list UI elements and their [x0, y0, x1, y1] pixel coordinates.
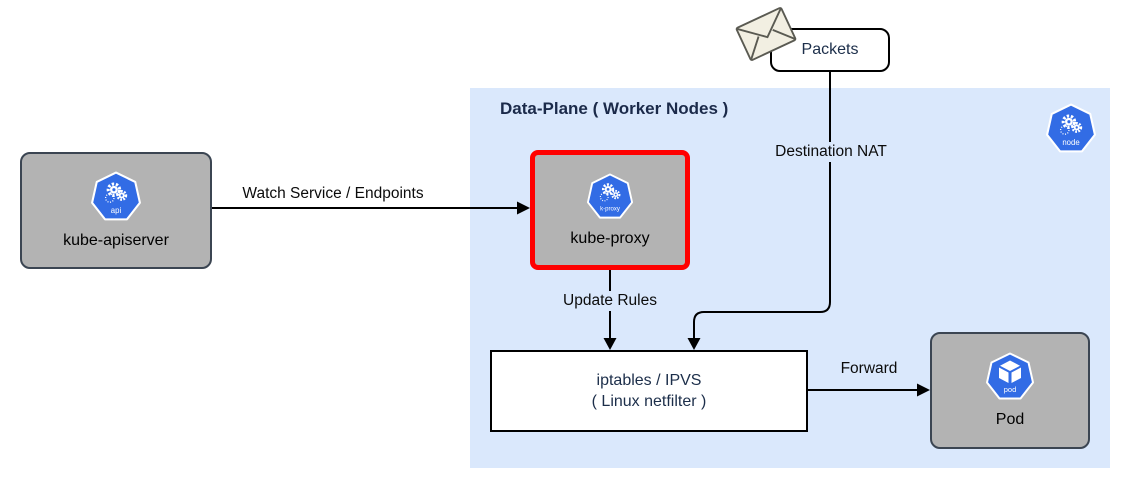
edge-label-watch-service-endpoints: Watch Service / Endpoints	[238, 184, 428, 204]
iptables-label-line1: iptables / IPVS	[596, 372, 702, 389]
edge-label-update-rules: Update Rules	[559, 291, 661, 311]
k-proxy-icon: k-proxy	[586, 172, 634, 221]
pod-label: Pod	[995, 411, 1025, 428]
packets-label: Packets	[801, 41, 859, 58]
kube-proxy-label: kube-proxy	[570, 229, 650, 247]
data-plane-title: Data-Plane ( Worker Nodes )	[500, 99, 729, 118]
node-icon: node	[1045, 103, 1097, 155]
envelope-icon	[734, 5, 798, 63]
kube-apiserver-label: kube-apiserver	[63, 232, 169, 249]
node-icon-label: node	[1062, 138, 1079, 147]
pod-icon: pod	[985, 352, 1035, 402]
iptables-label-line2: ( Linux netfilter )	[591, 393, 707, 410]
iptables-node: iptables / IPVS ( Linux netfilter )	[490, 350, 808, 432]
pod-node: pod Pod	[930, 332, 1090, 449]
api-icon: api	[90, 171, 142, 223]
kube-apiserver-node: api kube-apiserver	[20, 152, 212, 269]
k-proxy-icon-label: k-proxy	[600, 206, 620, 212]
kube-proxy-node: k-proxy kube-proxy	[530, 150, 690, 270]
pod-icon-label: pod	[1004, 385, 1017, 394]
api-icon-label: api	[111, 206, 122, 215]
edge-label-destination-nat: Destination NAT	[771, 142, 891, 162]
edge-label-forward: Forward	[836, 359, 902, 379]
